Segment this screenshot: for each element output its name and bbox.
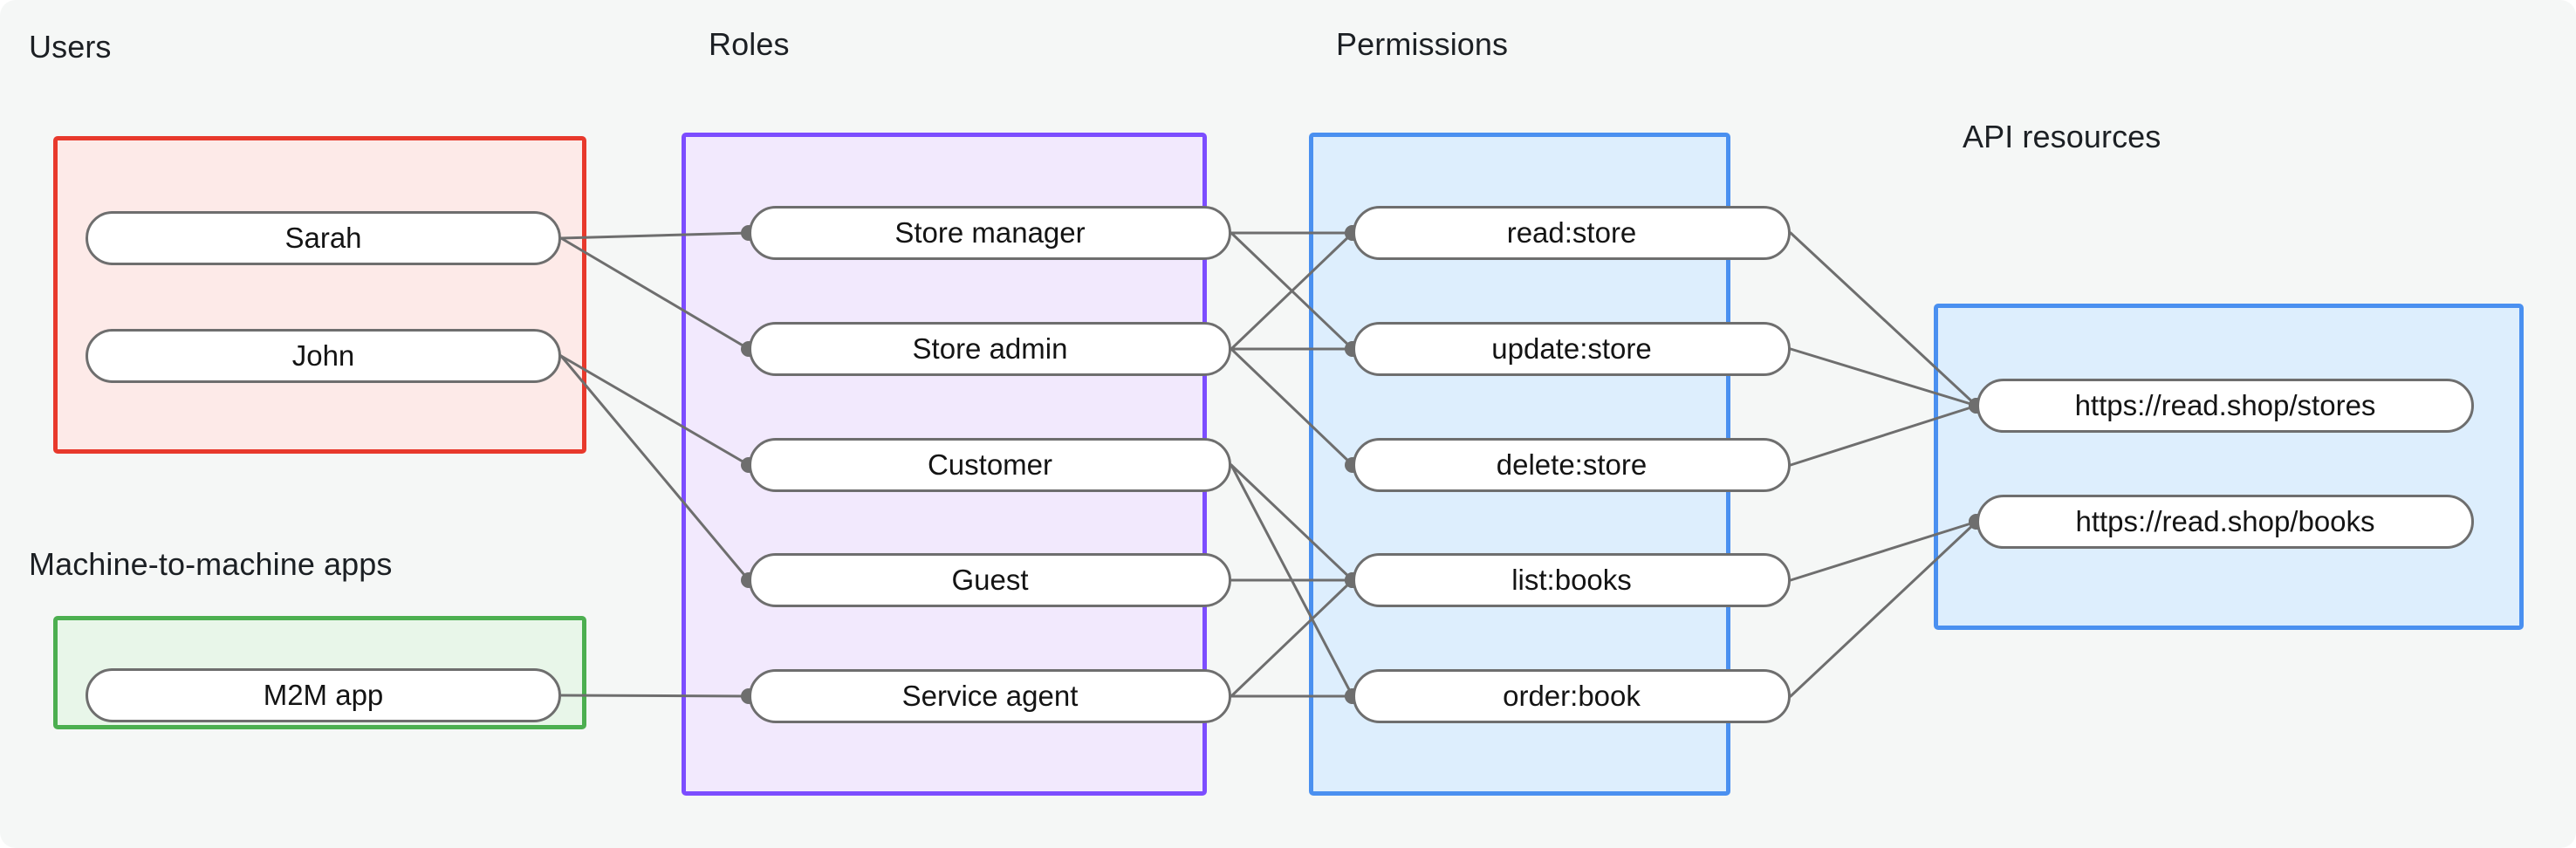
group-label-api: API resources (1963, 119, 2162, 154)
node-label-store-manager: Store manager (894, 216, 1086, 249)
node-label-list-books: list:books (1511, 564, 1632, 596)
node-order-book[interactable]: order:book (1353, 669, 1791, 723)
node-service-agent[interactable]: Service agent (749, 669, 1231, 723)
node-customer[interactable]: Customer (749, 438, 1231, 492)
node-label-delete-store: delete:store (1496, 448, 1648, 481)
node-label-m2mapp: M2M app (263, 679, 384, 711)
node-sarah[interactable]: Sarah (86, 211, 561, 265)
group-label-roles: Roles (709, 26, 790, 62)
node-label-order-book: order:book (1503, 680, 1641, 712)
group-label-m2m: Machine-to-machine apps (29, 546, 393, 582)
group-box-users (53, 136, 586, 454)
node-update-store[interactable]: update:store (1353, 322, 1791, 376)
node-label-res-books: https://read.shop/books (2075, 505, 2375, 537)
node-label-sarah: Sarah (284, 222, 362, 254)
node-guest[interactable]: Guest (749, 553, 1231, 607)
node-read-store[interactable]: read:store (1353, 206, 1791, 260)
node-delete-store[interactable]: delete:store (1353, 438, 1791, 492)
group-label-permissions: Permissions (1336, 26, 1509, 62)
node-store-admin[interactable]: Store admin (749, 322, 1231, 376)
node-label-read-store: read:store (1506, 216, 1637, 249)
group-box-api (1934, 304, 2524, 630)
node-m2mapp[interactable]: M2M app (86, 668, 561, 722)
node-john[interactable]: John (86, 329, 561, 383)
node-res-books[interactable]: https://read.shop/books (1977, 495, 2474, 549)
node-label-res-stores: https://read.shop/stores (2074, 389, 2376, 421)
node-label-customer: Customer (927, 448, 1053, 481)
node-res-stores[interactable]: https://read.shop/stores (1977, 379, 2474, 433)
node-label-guest: Guest (951, 564, 1029, 596)
node-label-store-admin: Store admin (912, 332, 1068, 365)
node-label-service-agent: Service agent (901, 680, 1079, 712)
node-list-books[interactable]: list:books (1353, 553, 1791, 607)
node-label-update-store: update:store (1491, 332, 1652, 365)
node-store-manager[interactable]: Store manager (749, 206, 1231, 260)
group-label-users: Users (29, 29, 112, 65)
node-label-john: John (291, 339, 355, 372)
